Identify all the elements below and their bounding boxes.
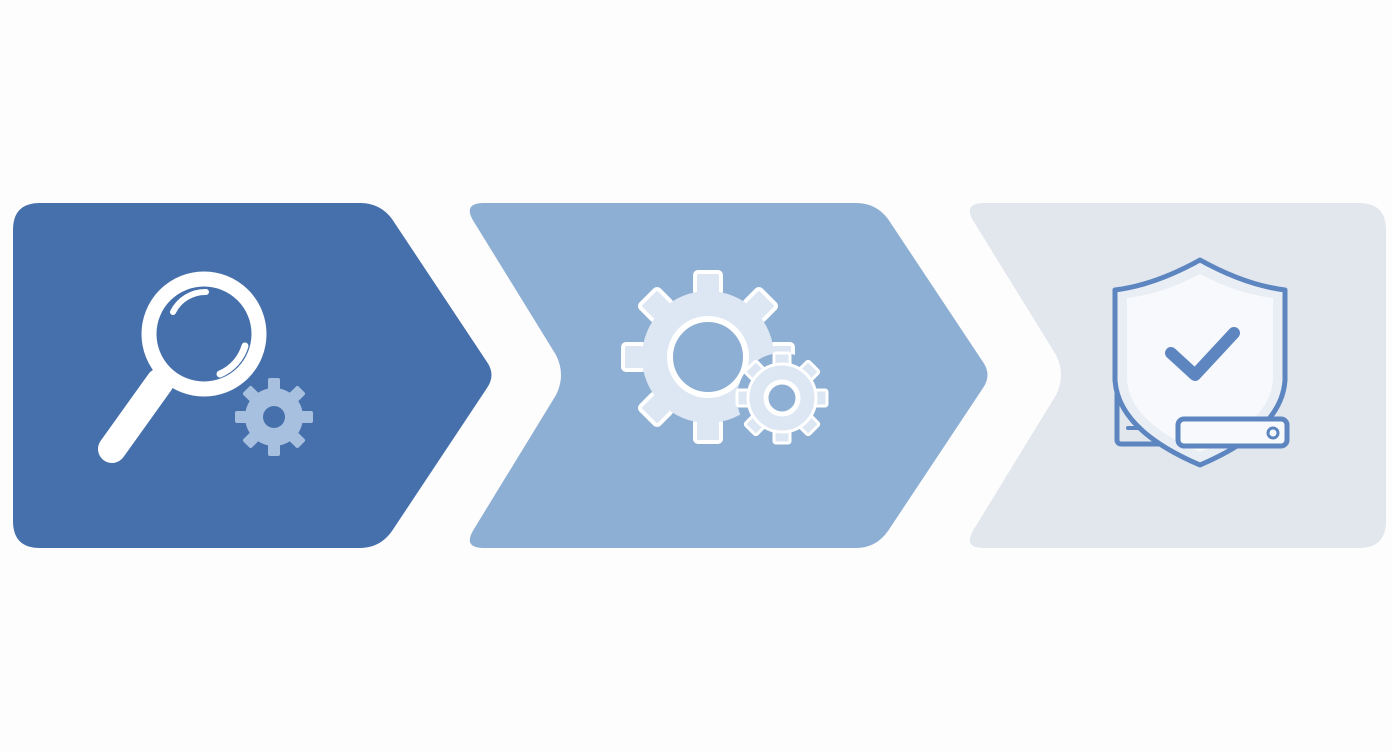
step-2-chevron [469, 203, 988, 548]
step-3-chevron [969, 203, 1386, 548]
step-1-chevron [13, 203, 492, 548]
gears-icon [621, 270, 829, 445]
magnifier-gear-icon [98, 271, 313, 463]
shield-check-icon [1112, 257, 1290, 468]
step-1-shape [13, 203, 492, 548]
